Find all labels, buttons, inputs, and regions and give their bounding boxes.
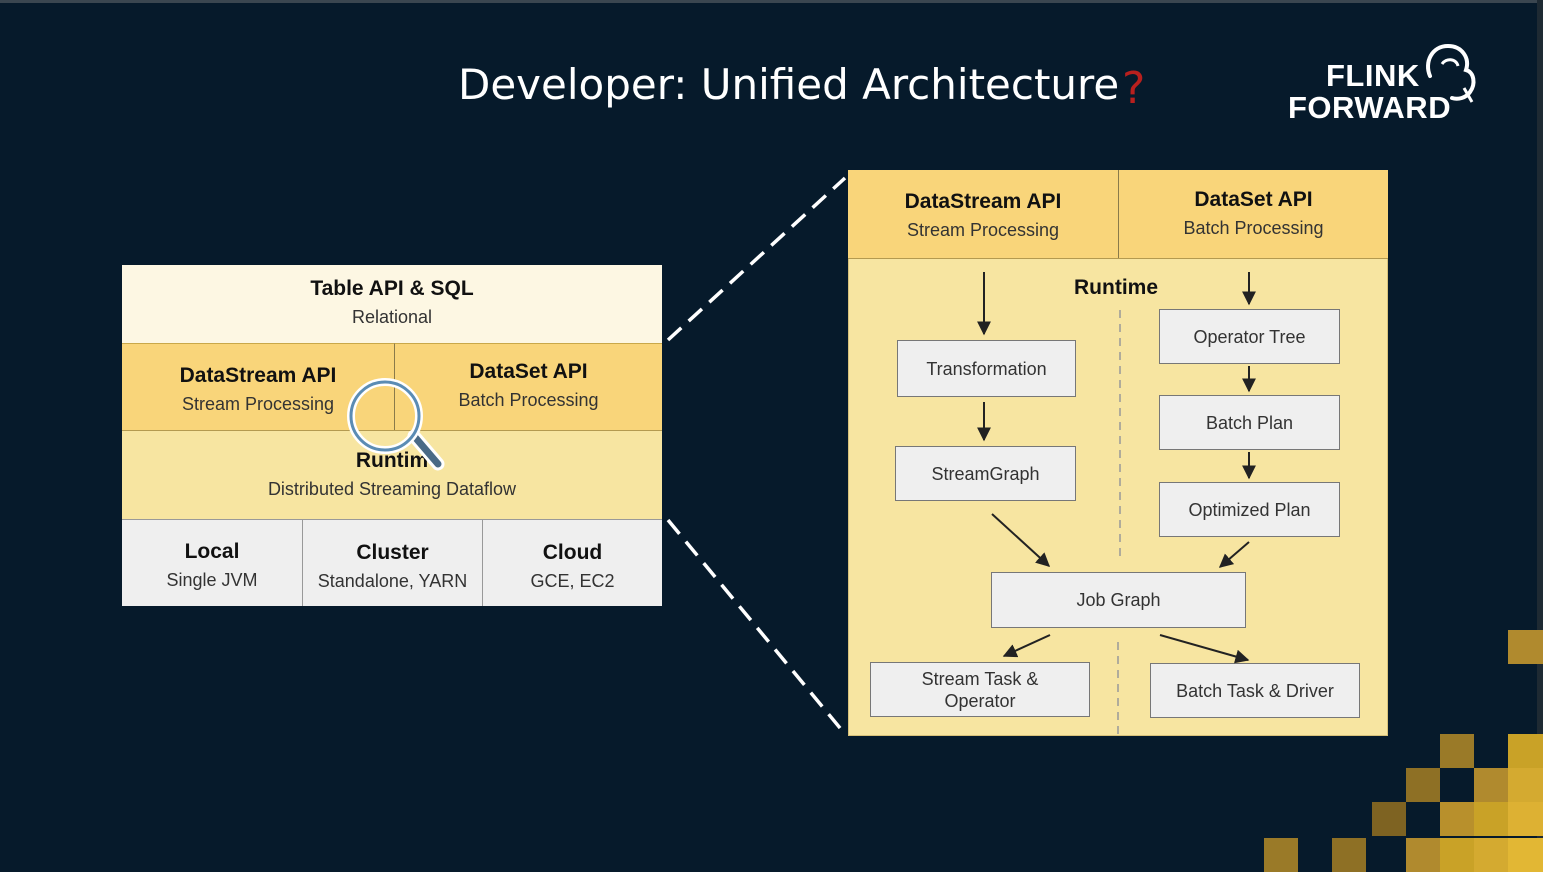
- magnifier-icon: [347, 378, 445, 471]
- arrow-jobgraph-to-batch-task: [1159, 634, 1250, 664]
- squirrel-logo-icon: [1426, 43, 1476, 103]
- table-api-layer: Table API & SQL Relational: [122, 265, 662, 343]
- runtime-layer: Runtim Distributed Streaming Dataflow: [122, 430, 662, 519]
- batch-plan-box: Batch Plan: [1159, 395, 1340, 450]
- streamgraph-box: StreamGraph: [895, 446, 1076, 501]
- runtime-subtitle: Distributed Streaming Dataflow: [267, 479, 517, 499]
- local-subtitle: Single JVM: [166, 570, 258, 590]
- window-right-border: [1537, 0, 1543, 872]
- detail-dataset-header: DataSet API Batch Processing: [1118, 170, 1388, 259]
- optimized-plan-box: Optimized Plan: [1159, 482, 1340, 537]
- arrow-optimized-to-jobgraph: [1218, 541, 1250, 568]
- deploy-cluster: Cluster Standalone, YARN: [302, 519, 482, 606]
- datastream-api-title: DataStream API: [179, 364, 337, 387]
- logo-text-forward: FORWARD: [1288, 90, 1452, 125]
- logo-text-flink: FLINK: [1326, 58, 1420, 93]
- window-top-border: [0, 0, 1543, 3]
- detail-datastream-subtitle: Stream Processing: [906, 220, 1060, 240]
- detail-datastream-title: DataStream API: [904, 190, 1062, 213]
- dataset-api-layer: DataSet API Batch Processing: [394, 343, 662, 430]
- detail-dataset-title: DataSet API: [1194, 188, 1313, 211]
- cluster-subtitle: Standalone, YARN: [317, 571, 468, 591]
- slide-title: Developer: Unified Architecture: [458, 60, 1120, 109]
- detail-dataset-subtitle: Batch Processing: [1183, 218, 1324, 238]
- cluster-title: Cluster: [356, 541, 429, 564]
- arrow-jobgraph-to-stream-task: [1002, 634, 1051, 658]
- arrow-streamgraph-to-jobgraph: [991, 513, 1051, 567]
- cloud-subtitle: GCE, EC2: [530, 571, 615, 591]
- zoom-line-top: [666, 176, 847, 342]
- table-api-title: Table API & SQL: [310, 277, 474, 300]
- job-graph-box: Job Graph: [991, 572, 1246, 628]
- pixel-decoration: [1264, 630, 1543, 872]
- table-api-subtitle: Relational: [351, 307, 433, 327]
- runtime-title: Runtim: [355, 449, 429, 472]
- datastream-api-subtitle: Stream Processing: [181, 394, 335, 414]
- stream-task-line1: Stream Task &: [921, 668, 1039, 689]
- stream-task-line2: Operator: [944, 690, 1016, 711]
- flink-forward-logo: FLINK FORWARD: [1288, 43, 1488, 128]
- zoom-line-bottom: [666, 518, 847, 736]
- dataset-api-subtitle: Batch Processing: [458, 390, 599, 410]
- detail-datastream-header: DataStream API Stream Processing: [848, 170, 1118, 259]
- detail-runtime-label: Runtime: [1074, 276, 1158, 299]
- local-title: Local: [184, 540, 240, 563]
- batch-task-box: Batch Task & Driver: [1150, 663, 1360, 718]
- deploy-local: Local Single JVM: [122, 519, 302, 606]
- question-mark: ?: [1122, 63, 1146, 114]
- stream-task-box: Stream Task & Operator: [870, 662, 1090, 717]
- dataset-api-title: DataSet API: [469, 360, 588, 383]
- deploy-cloud: Cloud GCE, EC2: [482, 519, 662, 606]
- detail-header-divider: [848, 258, 1388, 259]
- cloud-title: Cloud: [542, 541, 603, 564]
- operator-tree-box: Operator Tree: [1159, 309, 1340, 364]
- transformation-box: Transformation: [897, 340, 1076, 397]
